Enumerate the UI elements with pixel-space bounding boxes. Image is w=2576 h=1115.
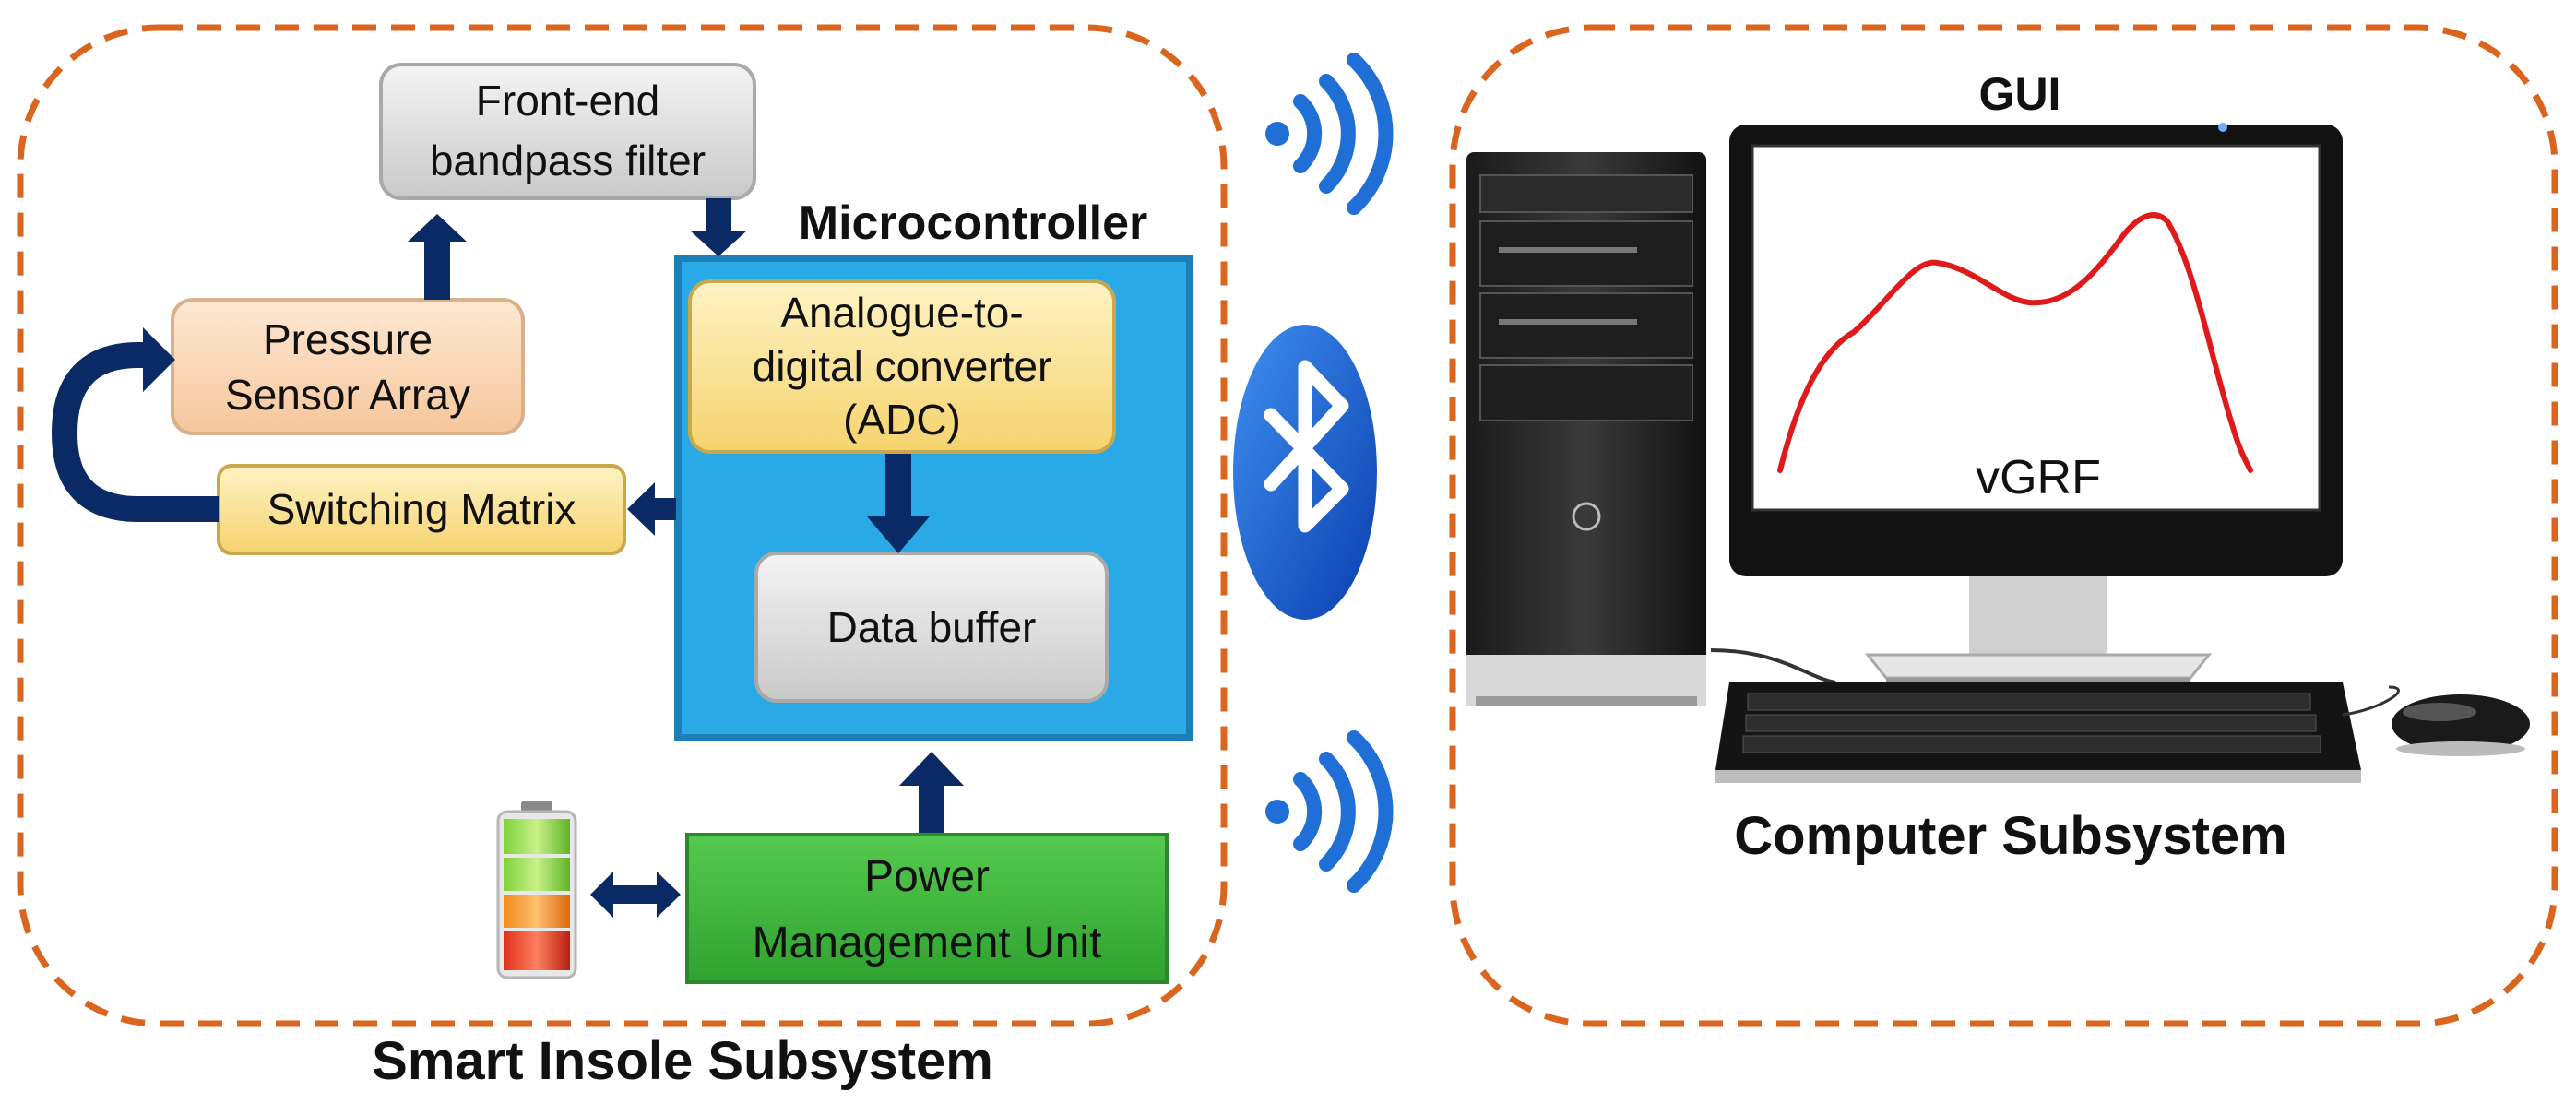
- adc-label-line1: Analogue-to-: [780, 289, 1024, 337]
- arrows: [408, 198, 964, 918]
- smart-insole-title: Smart Insole Subsystem: [372, 1030, 993, 1091]
- mouse-icon: [2342, 685, 2530, 756]
- arrow-pressure-to-filter: [408, 214, 467, 300]
- arrow-filter-to-mcu: [690, 198, 747, 256]
- battery-icon: [496, 801, 577, 979]
- pmu-label-line2: Management Unit: [752, 918, 1102, 967]
- keyboard-icon: [1715, 682, 2361, 783]
- computer-border: [1449, 24, 2558, 1027]
- adc-label-line2: digital converter: [752, 342, 1052, 390]
- arrow-battery-pmu: [590, 872, 681, 918]
- smart-insole-border: [17, 24, 1228, 1027]
- adc-label-line3: (ADC): [843, 396, 961, 444]
- arrow-pmu-to-mcu: [899, 752, 964, 833]
- arrow-switching-to-pressure: [51, 342, 219, 522]
- pressure-label-line1: Pressure: [262, 315, 433, 363]
- gui-label: GUI: [1978, 68, 2061, 120]
- arrow-mcu-to-switching: [627, 482, 676, 536]
- pressure-label-line2: Sensor Array: [225, 371, 470, 419]
- filter-label-line1: Front-end: [475, 77, 660, 125]
- pmu-label-line1: Power: [863, 851, 991, 901]
- filter-label-line2: bandpass filter: [429, 136, 706, 184]
- filter-box: [379, 63, 756, 200]
- adc-box: [688, 279, 1116, 454]
- monitor-icon: [1729, 123, 2343, 685]
- arrow-adc-to-buffer: [867, 454, 930, 553]
- arrow-head-feedback: [143, 327, 175, 392]
- switching-matrix-label: Switching Matrix: [267, 485, 576, 533]
- data-buffer-box: [754, 552, 1109, 703]
- vgrf-label: vGRF: [1976, 451, 2101, 504]
- wireless-signal-icon: [1265, 730, 1394, 893]
- wireless-signal-icon: [1265, 53, 1394, 215]
- data-buffer-label: Data buffer: [826, 603, 1037, 651]
- pmu-box: [685, 833, 1169, 984]
- bluetooth-icon: [1233, 325, 1377, 620]
- vgrf-curve: [1777, 212, 2253, 473]
- computer-subsystem-title: Computer Subsystem: [1734, 805, 2287, 866]
- desktop-tower-icon: [1466, 152, 1706, 706]
- pressure-sensor-box: [171, 298, 525, 435]
- microcontroller-label: Microcontroller: [798, 196, 1148, 250]
- cable: [1710, 648, 1836, 684]
